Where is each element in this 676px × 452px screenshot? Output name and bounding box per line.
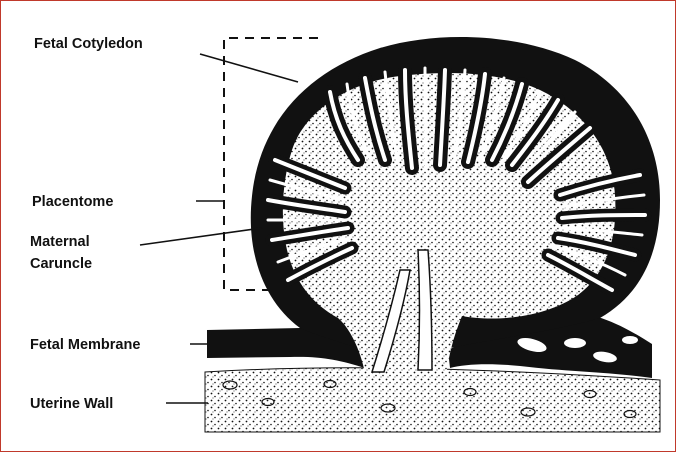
label-uterine-wall: Uterine Wall bbox=[30, 396, 113, 412]
label-fetal-membrane: Fetal Membrane bbox=[30, 337, 140, 353]
leader-fetal-cotyledon bbox=[200, 54, 298, 82]
leader-maternal-caruncle bbox=[140, 228, 262, 245]
label-fetal-cotyledon: Fetal Cotyledon bbox=[34, 36, 143, 52]
label-maternal-caruncle-line1: Maternal bbox=[30, 234, 90, 250]
label-placentome: Placentome bbox=[32, 194, 113, 210]
label-maternal-caruncle-line2: Caruncle bbox=[30, 256, 92, 272]
central-vessel bbox=[418, 250, 432, 370]
